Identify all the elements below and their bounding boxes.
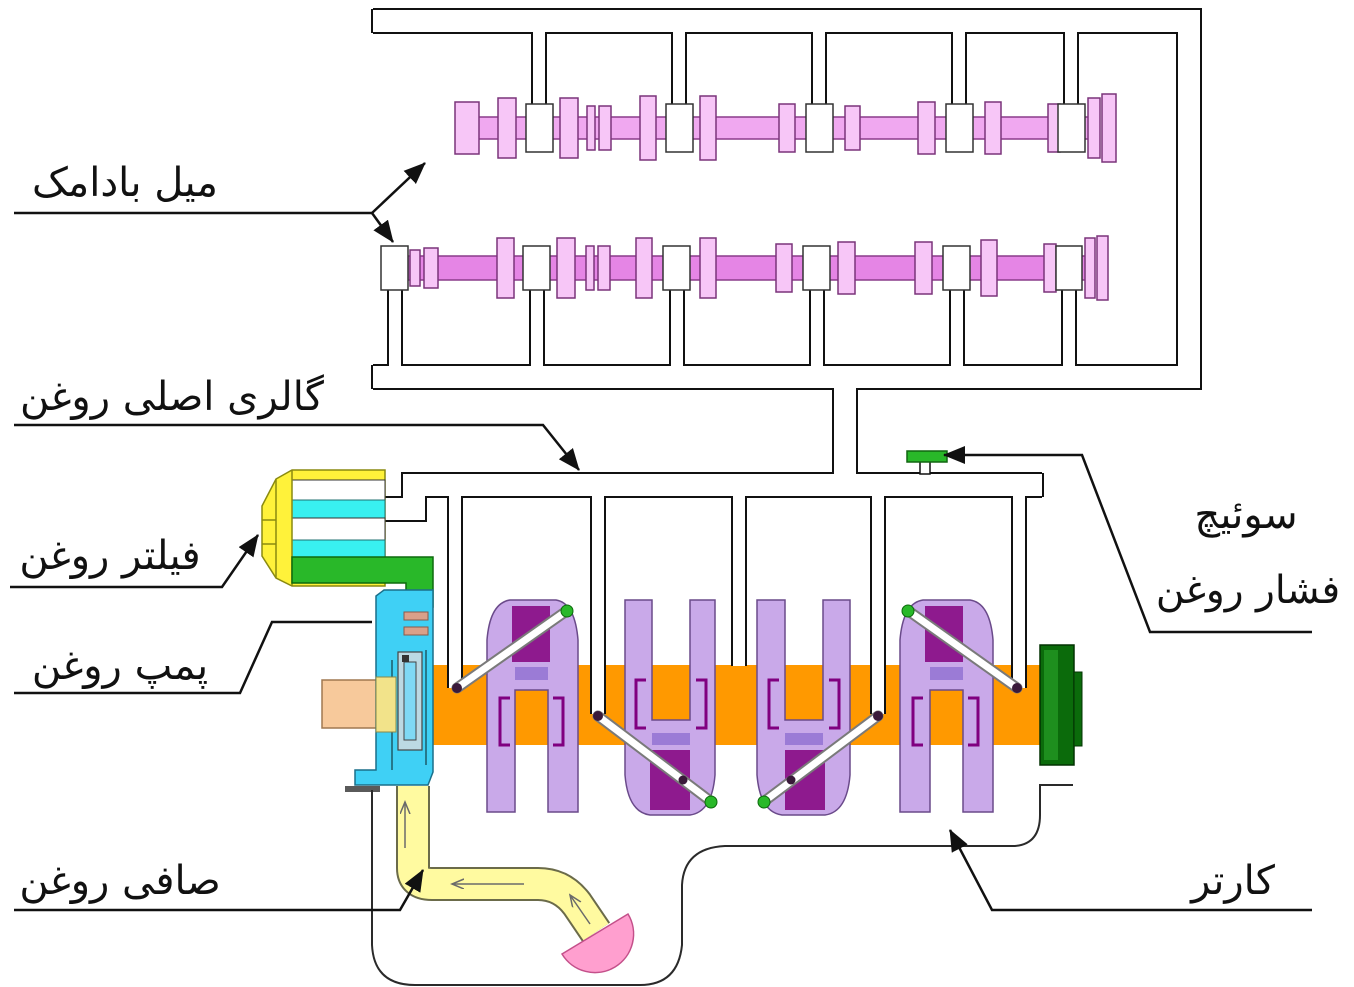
camshaft-upper bbox=[455, 94, 1116, 162]
camshaft-bearing bbox=[946, 104, 973, 152]
cam-lobe bbox=[424, 248, 438, 288]
camshaft-bearing bbox=[381, 246, 408, 290]
journal-oil-hole bbox=[873, 711, 883, 721]
cam-lobe bbox=[557, 238, 575, 298]
camshaft-bearing bbox=[943, 246, 970, 290]
leader-main-oil-gallery bbox=[14, 425, 579, 470]
oil-passage-plug bbox=[758, 796, 770, 808]
camshaft-bearing bbox=[1056, 246, 1082, 290]
oil-filter-band bbox=[292, 500, 385, 518]
crankpin-oil-hole bbox=[679, 776, 688, 785]
cam-lobe bbox=[636, 238, 652, 298]
label-oil-filter: فیلتر روغن bbox=[19, 533, 200, 579]
oil-filter-band bbox=[292, 540, 385, 557]
cam-lobe bbox=[1085, 238, 1095, 298]
oil-strainer bbox=[405, 786, 634, 973]
cam-lobe bbox=[1102, 94, 1116, 162]
cam-lobe bbox=[1088, 98, 1100, 158]
crankshaft-seal bbox=[376, 677, 396, 732]
label-oil-strainer: صافی روغن bbox=[19, 858, 220, 904]
label-sump: کارتر bbox=[1189, 858, 1276, 904]
oil-pump-base bbox=[345, 786, 380, 792]
camshaft-lower bbox=[381, 236, 1108, 300]
oil-filter-band bbox=[292, 518, 385, 540]
cam-lobe bbox=[598, 246, 610, 290]
crankshaft-pulley bbox=[1040, 645, 1082, 765]
cam-lobe bbox=[586, 246, 594, 290]
journal-oil-hole bbox=[1012, 683, 1022, 693]
crankpin-band bbox=[652, 733, 690, 745]
crankpin-oil-hole bbox=[787, 776, 796, 785]
label-oil-pressure-switch-line1: سوئیچ bbox=[1194, 492, 1297, 538]
leader-camshaft-upper-arrow bbox=[372, 163, 425, 213]
oil-pump-gear-inner bbox=[404, 662, 416, 740]
camshaft-bearing bbox=[1058, 104, 1085, 152]
oil-pump-plate bbox=[404, 612, 428, 620]
oil-passage-plug bbox=[902, 605, 914, 617]
crankshaft-nose bbox=[322, 680, 380, 728]
camshaft-bearing bbox=[803, 246, 830, 290]
cam-lobe bbox=[700, 238, 716, 298]
pulley-inner bbox=[1044, 650, 1058, 760]
journal-oil-hole bbox=[593, 711, 603, 721]
crankpin-band bbox=[515, 667, 548, 680]
crankpin-band bbox=[785, 733, 823, 745]
cam-lobe bbox=[918, 102, 935, 154]
cam-lobe bbox=[776, 244, 792, 292]
camshaft-bearing bbox=[523, 246, 550, 290]
cam-lobe bbox=[845, 106, 860, 150]
cam-lobe bbox=[497, 238, 514, 298]
cam-lobe bbox=[838, 242, 855, 294]
cam-lobe bbox=[1097, 236, 1108, 300]
crankpin-band bbox=[930, 667, 963, 680]
leader-camshaft-lower-arrow bbox=[372, 213, 393, 242]
cam-lobe bbox=[498, 98, 516, 158]
oil-pressure-switch-body bbox=[907, 451, 947, 462]
journal-oil-hole bbox=[452, 683, 462, 693]
camshaft-bearing bbox=[806, 104, 833, 152]
cam-lobe bbox=[915, 242, 932, 294]
cam-lobe bbox=[700, 96, 716, 160]
oil-pump-plate bbox=[404, 627, 428, 635]
cam-lobe bbox=[599, 106, 611, 150]
oil-pressure-switch-stem bbox=[920, 461, 930, 474]
oil-passage-plug bbox=[561, 605, 573, 617]
label-oil-pump: پمپ روغن bbox=[32, 643, 208, 689]
cam-lobe bbox=[981, 240, 997, 296]
cam-lobe bbox=[587, 106, 595, 150]
label-camshaft: میل بادامک bbox=[32, 160, 218, 206]
oil-filter-band bbox=[292, 480, 385, 500]
oil-passage-plug bbox=[705, 796, 717, 808]
cam-lobe bbox=[560, 98, 578, 158]
label-main-oil-gallery: گالری اصلی روغن bbox=[20, 374, 325, 420]
cam-lobe bbox=[1044, 244, 1056, 292]
crankshaft bbox=[322, 600, 1082, 815]
oil-pressure-switch bbox=[907, 451, 947, 474]
cam-lobe bbox=[985, 102, 1001, 154]
cam-lobe bbox=[455, 102, 479, 154]
cam-lobe bbox=[410, 250, 420, 286]
camshaft-bearing bbox=[526, 104, 553, 152]
label-oil-pressure-switch-line2: فشار روغن bbox=[1156, 568, 1340, 613]
cam-lobe bbox=[640, 96, 656, 160]
camshaft-bearing bbox=[666, 104, 693, 152]
oil-pump-key bbox=[402, 655, 409, 662]
cam-lobe bbox=[779, 104, 795, 152]
camshaft-bearing bbox=[663, 246, 690, 290]
pulley-hub bbox=[1074, 672, 1082, 746]
